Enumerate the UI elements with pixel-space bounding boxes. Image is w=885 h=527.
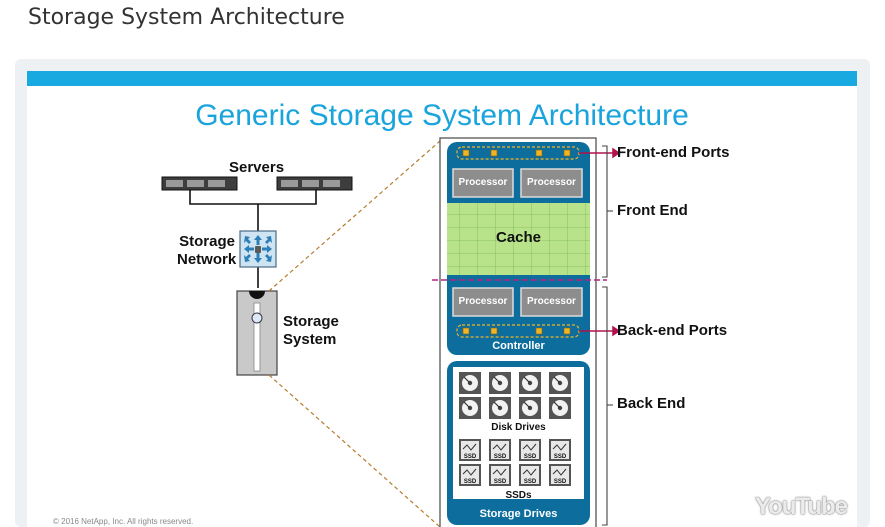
slide-header-bar [27,71,857,86]
video-player[interactable]: Generic Storage System Architecture [27,71,857,527]
back-processor-1 [452,287,514,317]
server-2-icon [276,176,353,191]
architecture-diagram [161,137,621,527]
servers-label: Servers [229,159,285,176]
back-end-port-icons [462,327,571,335]
zoom-lines [268,140,441,527]
youtube-logo-icon[interactable]: YouTube [754,493,848,520]
front-end-label: Front End [617,202,688,219]
front-processor-2 [520,168,583,198]
ssds-label: SSDs [505,490,532,501]
front-processor-2-label: Processor [527,177,576,188]
storage-drives-label: Storage Drives [479,508,558,520]
controller-label: Controller [492,340,545,352]
ssd-icon-label: SSD [493,479,507,485]
storage-system-label-1: Storage [283,313,339,330]
front-processor-1-label: Processor [458,177,508,188]
storage-network-label-2: Network [177,251,237,268]
ssd-icon-label: SSD [463,454,477,460]
disk-drives-label: Disk Drives [491,422,546,433]
page-title: Storage System Architecture [28,5,345,30]
section-brackets [602,145,613,526]
server-1-icon [161,176,238,191]
back-processor-1-label: Processor [458,296,508,307]
storage-system-label-2: System [283,331,337,348]
ssd-icons [459,439,571,486]
back-processor-2-label: Processor [527,296,576,307]
front-processor-1 [452,168,514,198]
back-processor-2 [520,287,583,317]
ssd-icon-label: SSD [463,479,477,485]
network-switch-icon [239,230,277,268]
storage-network-label-1: Storage [179,233,235,250]
back-end-ports-label: Back-end Ports [617,322,728,339]
front-end-port-icons [462,149,571,157]
slide-title: Generic Storage System Architecture [195,99,689,132]
back-end-label: Back End [617,395,686,412]
cache-label: Cache [495,229,542,246]
copyright-notice: © 2016 NetApp, Inc. All rights reserved. [53,517,194,526]
ssd-icon-label: SSD [523,479,537,485]
front-end-ports-label: Front-end Ports [617,144,730,161]
ssd-icon-label: SSD [553,479,567,485]
server-network-links [189,190,317,288]
ssd-icon-label: SSD [523,454,537,460]
ssd-icon-label: SSD [493,454,507,460]
ssd-icon-label: SSD [553,454,567,460]
disk-drive-icons [459,372,571,419]
storage-system-icon [236,290,278,376]
